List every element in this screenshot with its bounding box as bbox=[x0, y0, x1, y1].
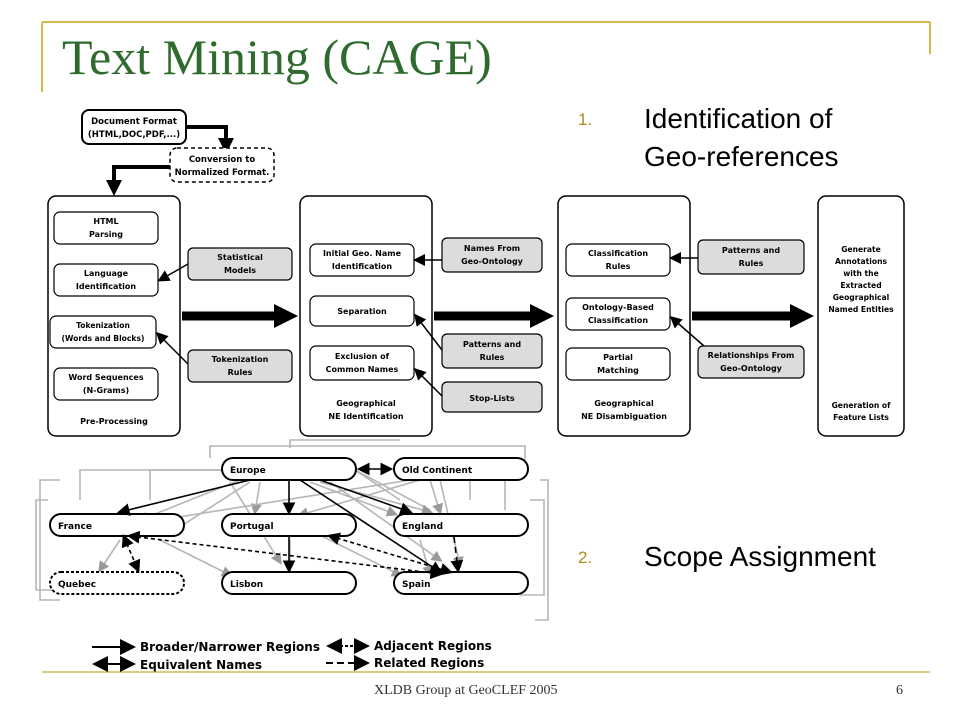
conversion-box: Conversion to Normalized Format. bbox=[169, 147, 275, 183]
svg-text:Spain: Spain bbox=[402, 580, 431, 590]
svg-text:France: France bbox=[58, 522, 92, 532]
svg-text:Rules: Rules bbox=[480, 353, 505, 362]
svg-text:Old Continent: Old Continent bbox=[402, 466, 473, 476]
svg-text:Annotations: Annotations bbox=[835, 257, 888, 266]
svg-text:NE Identification: NE Identification bbox=[328, 412, 403, 421]
svg-text:Rules: Rules bbox=[228, 368, 253, 377]
bullet-2-line-1: Scope Assignment bbox=[644, 541, 876, 572]
svg-text:Generate: Generate bbox=[841, 245, 881, 254]
input-format-line-2: (HTML,DOC,PDF,...) bbox=[88, 130, 180, 140]
svg-text:Identification: Identification bbox=[332, 262, 393, 271]
resource-stop-lists: Stop-Lists bbox=[441, 381, 543, 413]
svg-text:Geographical: Geographical bbox=[594, 399, 654, 408]
node-england: England bbox=[393, 513, 529, 537]
svg-text:Statistical: Statistical bbox=[217, 253, 263, 262]
conversion-line-2: Normalized Format. bbox=[175, 168, 270, 178]
resource-tokenization-rules: Tokenization Rules bbox=[187, 349, 293, 383]
svg-text:Separation: Separation bbox=[337, 307, 387, 316]
stage-preprocessing-label: Pre-Processing bbox=[80, 417, 148, 426]
svg-text:Europe: Europe bbox=[230, 466, 266, 476]
resource-names-from-ontology: Names From Geo-Ontology bbox=[441, 237, 543, 273]
step-language-line-2: Identification bbox=[76, 282, 137, 291]
svg-text:Classification: Classification bbox=[588, 316, 648, 325]
svg-text:Matching: Matching bbox=[597, 366, 639, 375]
svg-text:Exclusion of: Exclusion of bbox=[335, 352, 390, 361]
step-tokenization-line-2: (Words and Blocks) bbox=[62, 334, 145, 343]
svg-text:Quebec: Quebec bbox=[58, 580, 96, 590]
svg-text:England: England bbox=[402, 522, 443, 532]
svg-text:Classification: Classification bbox=[588, 249, 648, 258]
svg-text:Generation of: Generation of bbox=[832, 401, 892, 410]
svg-text:Feature Lists: Feature Lists bbox=[833, 413, 889, 422]
svg-text:Geographical: Geographical bbox=[833, 293, 890, 302]
svg-text:Tokenization: Tokenization bbox=[212, 355, 269, 364]
step-ngrams-line-1: Word Sequences bbox=[68, 373, 143, 382]
step-html-line-1: HTML bbox=[93, 217, 118, 226]
legend-adjacent-regions: Adjacent Regions bbox=[374, 639, 492, 653]
svg-text:Stop-Lists: Stop-Lists bbox=[469, 394, 515, 403]
node-europe: Europe bbox=[221, 457, 357, 481]
step-language-line-1: Language bbox=[84, 269, 129, 278]
svg-text:with the: with the bbox=[843, 269, 879, 278]
svg-text:Portugal: Portugal bbox=[230, 522, 274, 532]
input-format-line-1: Document Format bbox=[91, 117, 177, 127]
svg-text:Geo-Ontology: Geo-Ontology bbox=[720, 364, 783, 373]
svg-text:Names From: Names From bbox=[464, 244, 520, 253]
resource-patterns-rules-2: Patterns and Rules bbox=[441, 333, 543, 369]
ontology-main-links bbox=[116, 462, 464, 580]
ontology-legend: Broader/Narrower Regions Equivalent Name… bbox=[92, 638, 492, 672]
step-html-line-2: Parsing bbox=[89, 230, 123, 239]
node-spain: Spain bbox=[393, 571, 529, 595]
node-portugal: Portugal bbox=[221, 513, 357, 537]
bullet-2-number: 2. bbox=[578, 548, 593, 567]
svg-text:Initial Geo. Name: Initial Geo. Name bbox=[323, 249, 402, 258]
stage-ne-identification: Initial Geo. Name Identification Separat… bbox=[299, 195, 433, 437]
resource-patterns-rules-3: Patterns and Rules bbox=[697, 239, 805, 275]
resource-relationships-ontology: Relationships From Geo-Ontology bbox=[697, 345, 805, 379]
node-lisbon: Lisbon bbox=[221, 571, 357, 595]
legend-broader-narrower: Broader/Narrower Regions bbox=[140, 640, 320, 654]
svg-text:Geo-Ontology: Geo-Ontology bbox=[461, 257, 524, 266]
svg-text:Extracted: Extracted bbox=[840, 281, 881, 290]
step-tokenization-line-1: Tokenization bbox=[76, 321, 130, 330]
svg-text:Rules: Rules bbox=[606, 262, 631, 271]
bullet-1-line-2: Geo-references bbox=[644, 141, 839, 172]
legend-related-regions: Related Regions bbox=[374, 656, 484, 670]
svg-text:Partial: Partial bbox=[603, 353, 633, 362]
node-quebec: Quebec bbox=[49, 571, 185, 595]
bullet-2-text: Scope Assignment bbox=[644, 538, 876, 576]
footer-page-number: 6 bbox=[896, 683, 903, 698]
bullet-1-line-1: Identification of bbox=[644, 103, 833, 134]
stage-preprocessing: HTML Parsing Language Identification Tok… bbox=[47, 195, 181, 437]
svg-text:Rules: Rules bbox=[739, 259, 764, 268]
svg-text:Patterns and: Patterns and bbox=[463, 340, 521, 349]
legend-equivalent-names: Equivalent Names bbox=[140, 658, 262, 672]
slide-title: Text Mining (CAGE) bbox=[62, 29, 492, 85]
svg-text:Relationships From: Relationships From bbox=[708, 351, 795, 360]
stage-ne-disambiguation: Classification Rules Ontology-Based Clas… bbox=[557, 195, 691, 437]
conversion-line-1: Conversion to bbox=[189, 155, 256, 165]
step-ngrams-line-2: (N-Grams) bbox=[83, 386, 129, 395]
svg-text:Common Names: Common Names bbox=[326, 365, 399, 374]
node-old-continent: Old Continent bbox=[393, 457, 529, 481]
svg-text:NE Disambiguation: NE Disambiguation bbox=[581, 412, 667, 421]
svg-text:Geographical: Geographical bbox=[336, 399, 396, 408]
svg-text:Models: Models bbox=[224, 266, 256, 275]
svg-text:Patterns and: Patterns and bbox=[722, 246, 780, 255]
svg-text:Named Entities: Named Entities bbox=[828, 305, 894, 314]
node-france: France bbox=[49, 513, 185, 537]
svg-text:Ontology-Based: Ontology-Based bbox=[582, 303, 654, 312]
bullet-1-number: 1. bbox=[578, 110, 593, 129]
svg-text:Lisbon: Lisbon bbox=[230, 580, 263, 590]
stage-output: Generate Annotations with the Extracted … bbox=[817, 195, 905, 437]
bullet-1-text: Identification of Geo-references bbox=[644, 100, 839, 176]
footer-group-label: XLDB Group at GeoCLEF 2005 bbox=[374, 683, 558, 698]
